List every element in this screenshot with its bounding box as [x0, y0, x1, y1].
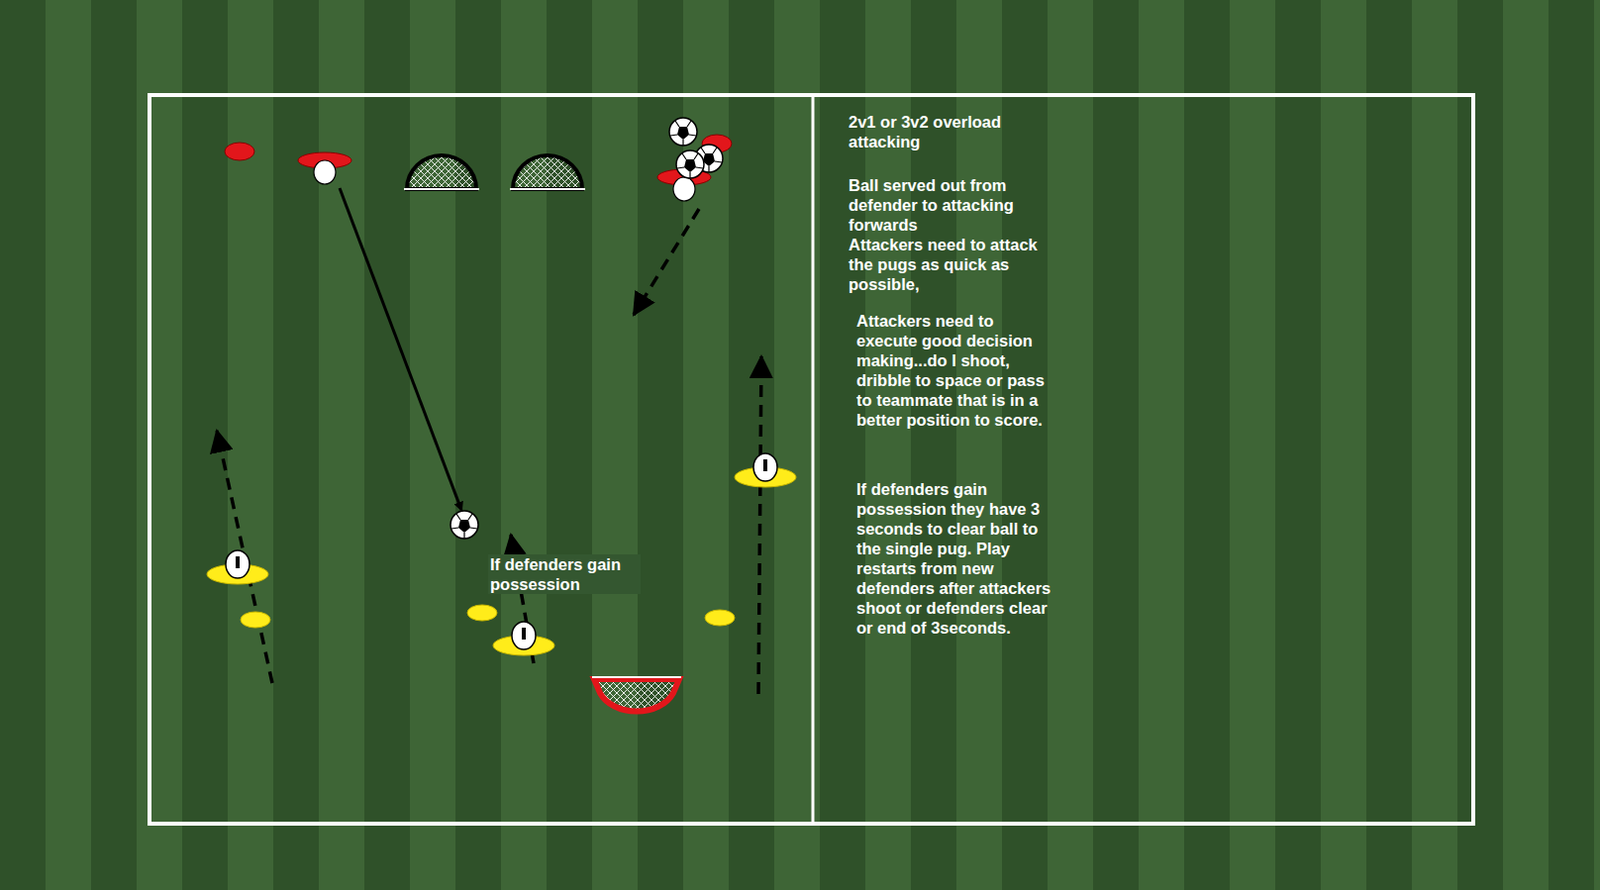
pitch-note: If defenders gain possession	[488, 554, 641, 595]
instruction-text: Attackers need to execute good decision …	[856, 310, 1055, 430]
instruction-text: Attackers need to attack the pugs as qui…	[848, 234, 1047, 295]
instruction-text: Ball served out from defender to attacki…	[848, 175, 1047, 235]
instruction-text: If defenders gain possession they have 3…	[856, 479, 1055, 638]
drill-title: 2v1 or 3v2 overload attacking	[848, 111, 1047, 152]
